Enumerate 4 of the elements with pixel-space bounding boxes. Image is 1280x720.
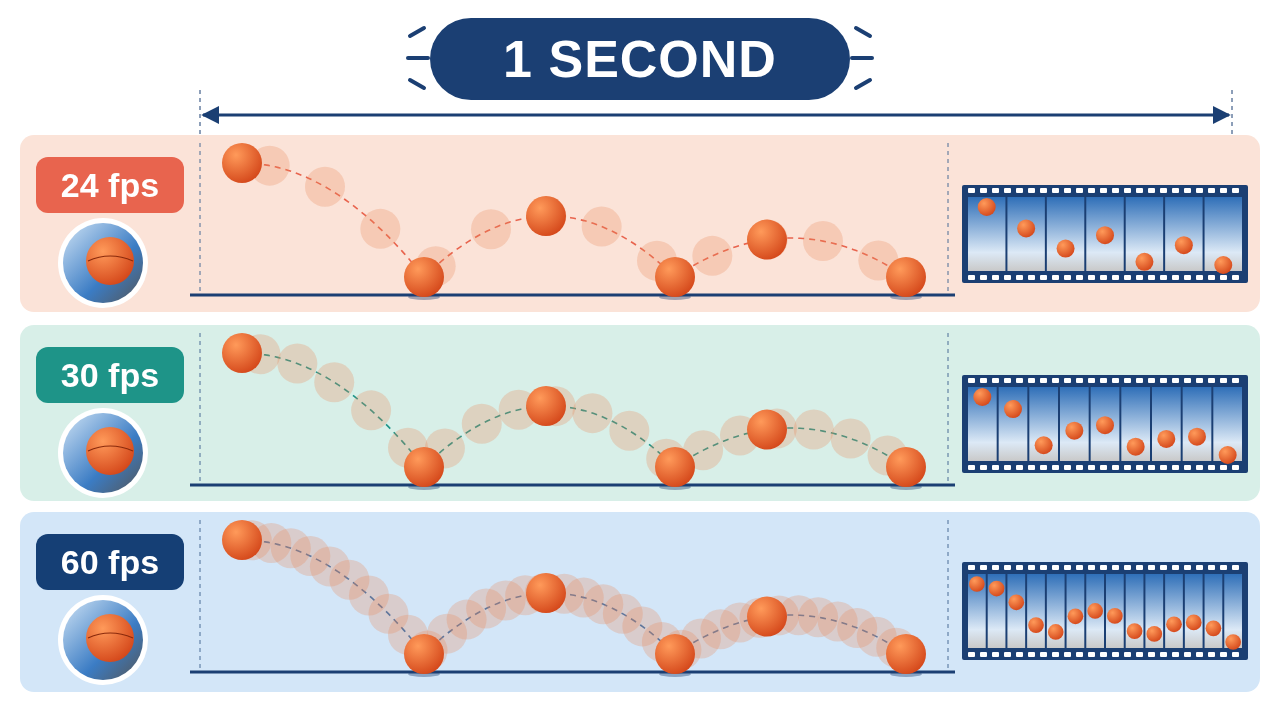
frame-rate-badge: 30 fps (36, 347, 184, 403)
frame-rate-badge: 60 fps (36, 534, 184, 590)
duration-label: 1 SECOND (430, 18, 850, 100)
frame-rate-badge: 24 fps (36, 157, 184, 213)
